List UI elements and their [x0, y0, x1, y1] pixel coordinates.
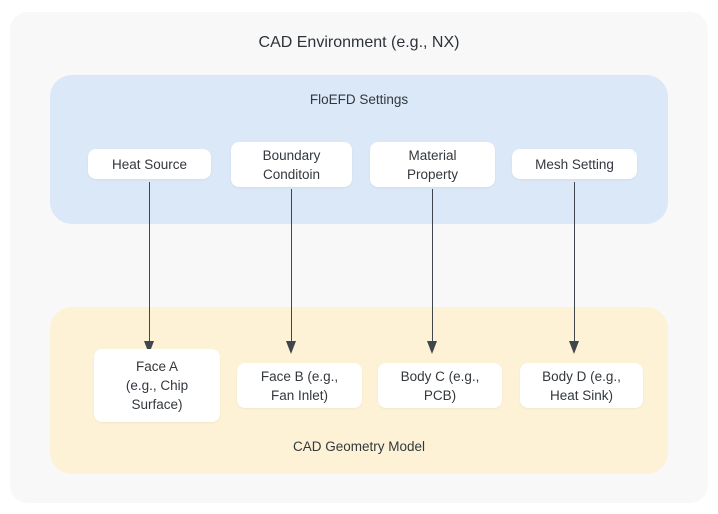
arrow-head-icon — [286, 341, 296, 354]
node-face-b-label: Face B (e.g., Fan Inlet) — [260, 368, 339, 403]
arrow-head-icon — [144, 341, 154, 354]
cad-environment-container: CAD Environment (e.g., NX) FloEFD Settin… — [10, 12, 708, 503]
node-body-c: Body C (e.g., PCB) — [378, 363, 502, 408]
arrow-heat-source-to-face-a — [144, 182, 155, 354]
arrow-boundary-to-face-b — [286, 189, 297, 354]
node-body-d: Body D (e.g., Heat Sink) — [520, 363, 643, 408]
node-face-a-label: Face A (e.g., Chip Surface) — [125, 359, 189, 412]
floefd-settings-label: FloEFD Settings — [309, 92, 409, 107]
arrow-material-to-body-c — [427, 189, 438, 354]
node-face-b: Face B (e.g., Fan Inlet) — [237, 363, 362, 408]
arrow-mesh-to-body-d — [569, 182, 580, 354]
node-mesh-setting-label: Mesh Setting — [535, 156, 614, 172]
page-title: CAD Environment (e.g., NX) — [258, 34, 460, 51]
arrow-line — [148, 182, 151, 342]
arrow-line — [290, 189, 293, 342]
arrow-head-icon — [569, 341, 579, 354]
arrow-line — [573, 182, 576, 342]
node-material-property: Material Property — [370, 142, 495, 187]
cad-geometry-label: CAD Geometry Model — [292, 439, 426, 454]
arrow-head-icon — [427, 341, 437, 354]
node-material-property-label: Material Property — [406, 147, 459, 182]
node-heat-source: Heat Source — [88, 149, 211, 179]
node-face-a: Face A (e.g., Chip Surface) — [94, 349, 220, 422]
node-heat-source-label: Heat Source — [111, 156, 188, 172]
node-body-c-label: Body C (e.g., PCB) — [400, 368, 480, 403]
node-boundary-condition: Boundary Conditoin — [231, 142, 352, 187]
node-mesh-setting: Mesh Setting — [512, 149, 637, 179]
node-boundary-condition-label: Boundary Conditoin — [262, 147, 321, 182]
arrow-line — [431, 189, 434, 342]
node-body-d-label: Body D (e.g., Heat Sink) — [542, 368, 621, 403]
